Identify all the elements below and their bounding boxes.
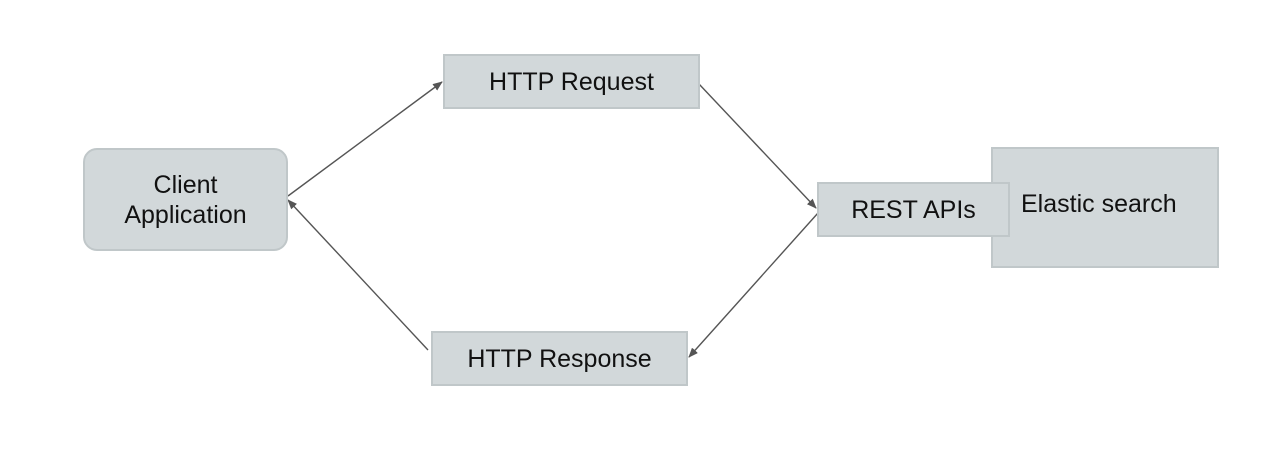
client-application-label-line2: Application [124, 200, 247, 229]
http-request-node: HTTP Request [443, 54, 700, 109]
http-request-label: HTTP Request [489, 67, 654, 96]
client-application-label-line1: Client [153, 170, 218, 199]
edge-request-to-rest [698, 83, 817, 209]
edge-client-to-request [287, 81, 443, 197]
rest-apis-label: REST APIs [851, 195, 976, 224]
edge-rest-to-response [688, 212, 819, 358]
elastic-search-node: Elastic search [991, 147, 1219, 268]
client-application-node: Client Application [83, 148, 288, 251]
elastic-search-label: Elastic search [1021, 189, 1177, 218]
http-response-node: HTTP Response [431, 331, 688, 386]
http-response-label: HTTP Response [467, 344, 652, 373]
edge-response-to-client [287, 199, 429, 351]
rest-apis-node: REST APIs [817, 182, 1010, 237]
